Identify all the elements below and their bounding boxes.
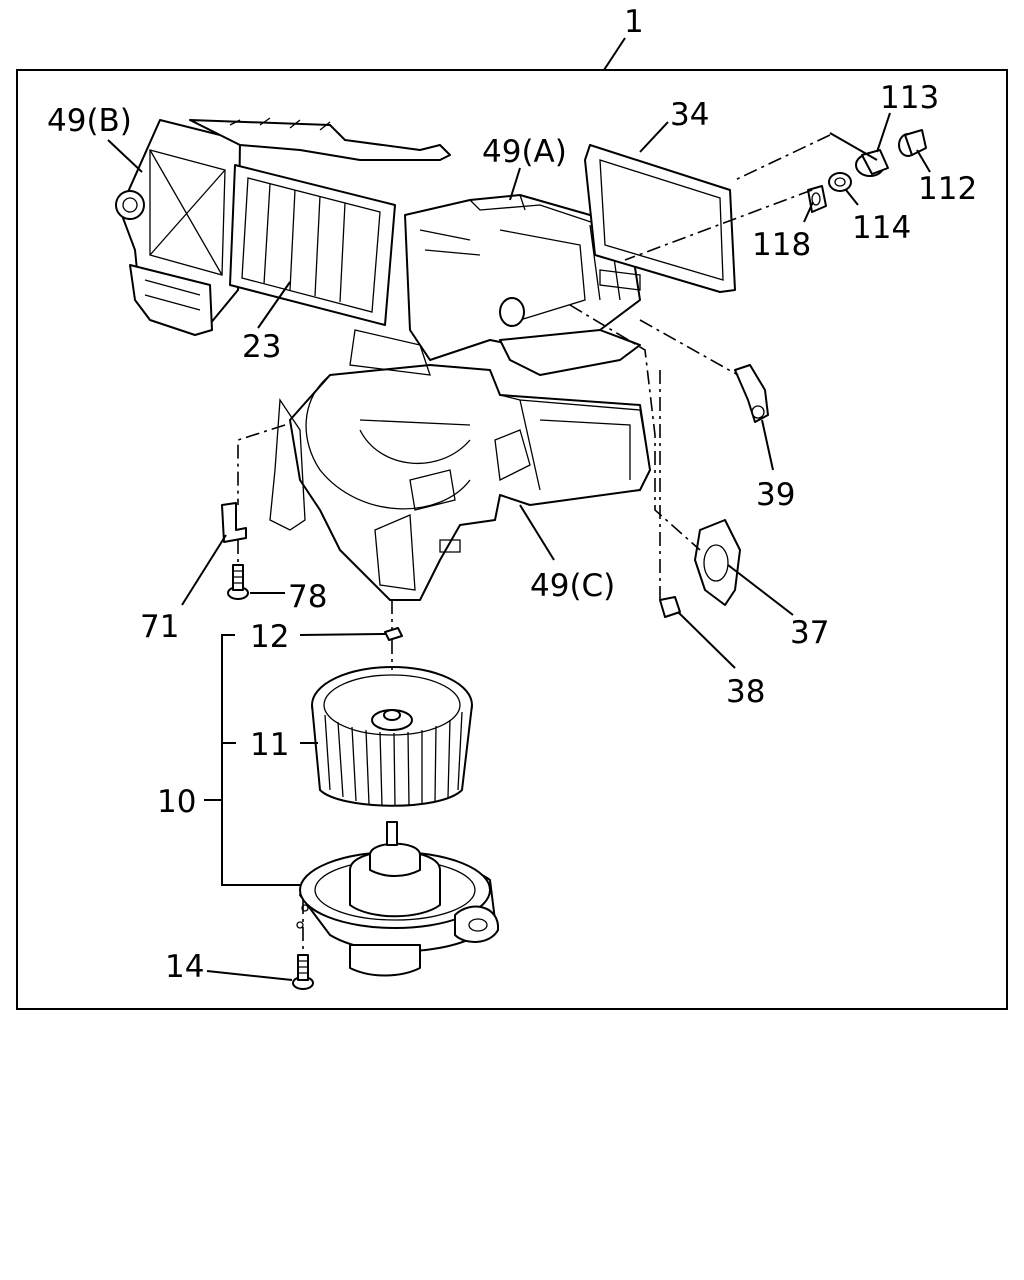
- part-49c-blower-case: [269, 329, 651, 601]
- align-line-71: [237, 424, 286, 565]
- label-11: 11: [250, 727, 289, 763]
- label-14: 14: [165, 949, 204, 985]
- part-114-nut: [828, 172, 852, 192]
- part-113-grommet: [855, 149, 889, 177]
- part-38-connector: [659, 596, 681, 618]
- label-114: 114: [852, 210, 911, 246]
- assembly-frame: [16, 69, 1008, 1010]
- label-118: 118: [752, 227, 811, 263]
- label-34: 34: [670, 97, 709, 133]
- align-line-fittings: [624, 189, 813, 261]
- part-78-screw: [227, 564, 249, 600]
- label-78: 78: [288, 579, 327, 615]
- part-49a-module: [404, 194, 641, 376]
- label-10: 10: [157, 784, 196, 820]
- label-37: 37: [790, 615, 829, 651]
- part-39-clip: [734, 364, 769, 423]
- part-12-nut: [384, 627, 403, 641]
- label-assembly: 1: [624, 4, 644, 40]
- label-49c: 49(C): [530, 568, 615, 604]
- part-37-flange: [694, 519, 741, 606]
- label-49b: 49(B): [47, 103, 132, 139]
- label-113: 113: [880, 80, 939, 116]
- part-71-bracket: [221, 502, 247, 543]
- align-line-39: [639, 319, 739, 376]
- part-112-plug: [898, 129, 927, 157]
- part-49b-housing: [115, 117, 451, 336]
- part-10-motor: [296, 821, 500, 977]
- align-line-34: [734, 134, 831, 181]
- label-12: 12: [250, 619, 289, 655]
- part-11-fan-wheel: [311, 666, 473, 807]
- label-38: 38: [726, 674, 765, 710]
- label-49a: 49(A): [482, 134, 567, 170]
- part-23-filter: [229, 164, 396, 326]
- label-23: 23: [242, 329, 281, 365]
- label-39: 39: [756, 477, 795, 513]
- label-112: 112: [918, 171, 977, 207]
- bracket-10: [221, 634, 300, 886]
- align-line-37: [569, 304, 701, 551]
- part-14-screw: [292, 954, 314, 990]
- label-71: 71: [140, 609, 179, 645]
- part-34-gasket: [584, 144, 736, 293]
